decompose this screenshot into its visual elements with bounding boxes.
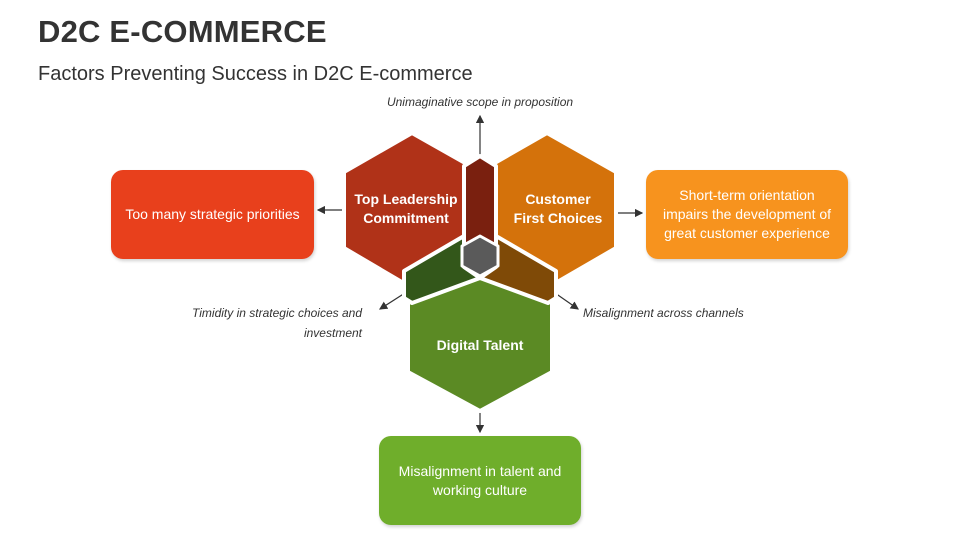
annotation-top: Unimaginative scope in proposition <box>386 95 574 109</box>
box-talent-misalignment: Misalignment in talent and working cultu… <box>379 436 581 525</box>
annotation-right: Misalignment across channels <box>583 306 744 320</box>
page-title: D2C E-COMMERCE <box>38 14 327 49</box>
arrow-lower-right <box>554 292 579 310</box>
annotation-left: Timidity in strategic choices and invest… <box>192 306 362 340</box>
overlap-center <box>460 234 500 278</box>
hexagon-digital-label: Digital Talent <box>436 337 524 353</box>
arrow-lower-left <box>378 292 406 310</box>
box-strategic-priorities: Too many strategic priorities <box>111 170 314 259</box>
page-subtitle: Factors Preventing Success in D2C E-comm… <box>38 63 473 85</box>
box-talent-misalignment-text: Misalignment in talent and working cultu… <box>398 462 562 498</box>
hexagon-customer-label: Customer First Choices <box>513 191 603 226</box>
hexagon-leadership-label: Top Leadership Commitment <box>354 191 458 226</box>
overlap-leadership-customer <box>462 154 498 250</box>
box-short-term-orientation-text: Short-term orientation impairs the devel… <box>662 187 832 241</box>
box-strategic-priorities-text: Too many strategic priorities <box>125 206 300 222</box>
box-short-term-orientation: Short-term orientation impairs the devel… <box>646 170 848 259</box>
